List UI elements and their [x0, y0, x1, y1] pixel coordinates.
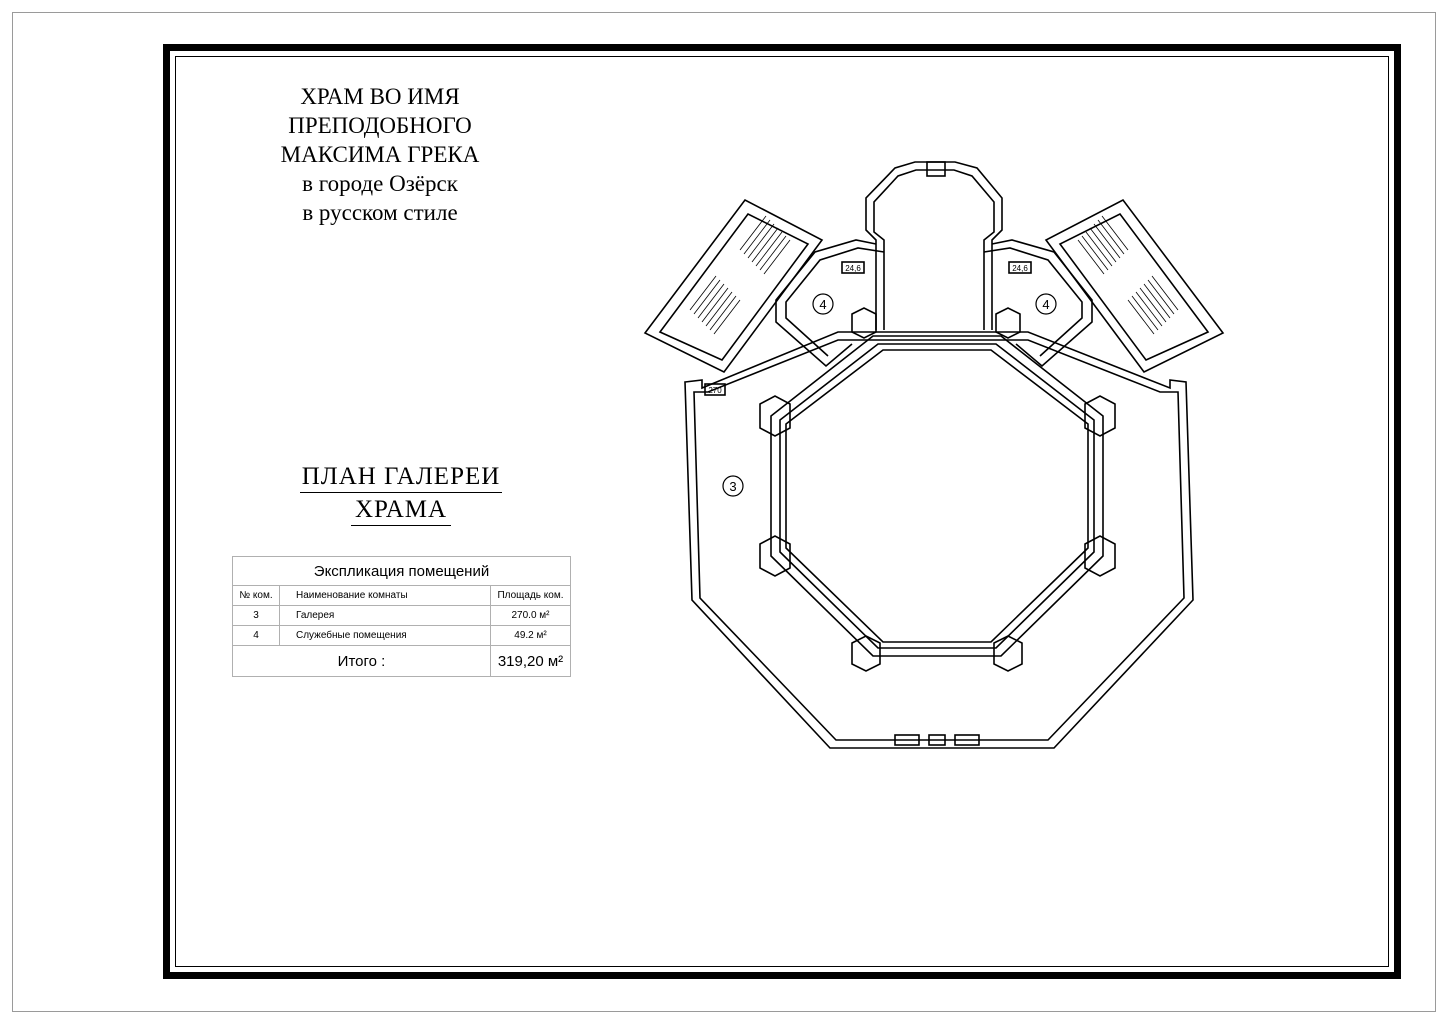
room-number-right: 4 [1042, 297, 1049, 312]
room-number-gallery: 3 [729, 479, 736, 494]
nave-outer-wall [770, 335, 1104, 657]
title-line-3: МАКСИМА ГРЕКА [280, 142, 480, 167]
drawing-frame-outer [163, 44, 1401, 979]
stair-treads-left [689, 215, 791, 335]
stair-tower-right [1044, 198, 1225, 374]
title-line-1: ХРАМ ВО ИМЯ [300, 84, 460, 109]
area-label-left: 24,6 [845, 264, 861, 273]
title-line-2: ПРЕПОДОБНОГО [288, 113, 472, 138]
gallery-outer-wall [684, 331, 1194, 749]
apse-wall-inner [873, 169, 995, 330]
title-line-4: в городе Озёрск [302, 171, 458, 196]
total-label: Итого : [232, 645, 491, 677]
gallery-outer-wall-inner [693, 339, 1185, 741]
entrance-east-window [954, 734, 980, 746]
table-header-row: № ком. Наименование комнаты Площадь ком. [232, 585, 571, 606]
room-marker-circle-left [812, 293, 834, 315]
stair-treads-right [1077, 215, 1179, 335]
area-box-right [1008, 261, 1032, 274]
apse-window [926, 161, 946, 177]
title-line-5: в русском стиле [302, 200, 458, 225]
room-marker-circle-right [1035, 293, 1057, 315]
area-box-gallery [704, 383, 726, 396]
pillars [759, 307, 1116, 672]
stair-tower-left [643, 198, 824, 374]
drawing-title: ХРАМ ВО ИМЯ ПРЕПОДОБНОГО МАКСИМА ГРЕКА в… [230, 82, 530, 227]
page-border [12, 12, 1436, 1012]
drawing-frame-inner [175, 56, 1389, 967]
table-row: 4 Служебные помещения 49.2 м² [232, 625, 571, 646]
service-room-right [991, 239, 1093, 368]
plan-title-line-1: ПЛАН ГАЛЕРЕИ [299, 462, 503, 493]
plan-title: ПЛАН ГАЛЕРЕИ ХРАМА [270, 462, 532, 526]
nave-inner-wall [779, 343, 1095, 649]
nave-core [785, 349, 1089, 643]
room-number-left: 4 [819, 297, 826, 312]
plan-title-line-2: ХРАМА [350, 495, 452, 526]
area-label-right: 24,6 [1012, 264, 1028, 273]
entrance-west-window [894, 734, 920, 746]
total-value: 319,20 м² [490, 645, 571, 677]
entrance-center-window [928, 734, 946, 746]
area-label-gallery: 270 [708, 386, 722, 395]
explication-table: Экспликация помещений № ком. Наименовани… [232, 556, 571, 677]
service-room-left [775, 239, 877, 368]
area-box-left [841, 261, 865, 274]
table-total-row: Итого : 319,20 м² [232, 645, 571, 677]
room-marker-circle-gallery [722, 475, 744, 497]
